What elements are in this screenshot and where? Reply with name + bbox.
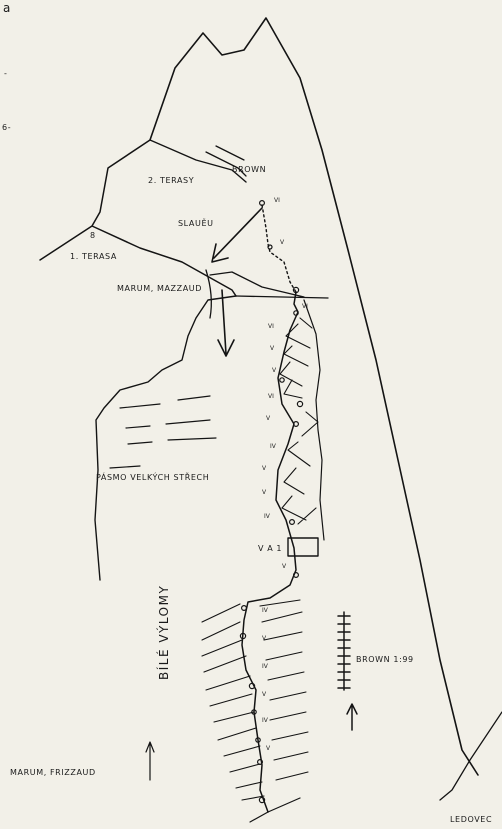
label-brown-side: BROWN 1:99: [356, 655, 414, 664]
pitch-grade-11: V: [262, 489, 267, 496]
pitch-grade-9: IV: [270, 443, 277, 450]
pitch-grade-6: V: [272, 367, 277, 374]
pitch-grade-16: IV: [262, 663, 269, 670]
pitch-grade-14: IV: [262, 607, 269, 614]
label-marum-mazzaud: MARUM, MAZZAUD: [117, 284, 202, 293]
label-terasy-2: 2. TERASY: [148, 176, 194, 185]
belay-stations: [240, 201, 302, 803]
margin-mark: 6-: [2, 123, 11, 132]
label-terasa-1: 1. TERASA: [70, 252, 117, 261]
pasmo-dashes: [110, 396, 216, 468]
bottom-left-arrow: [146, 742, 154, 780]
pitch-grade-7: VI: [268, 393, 274, 400]
pitch-grade-12: IV: [264, 513, 271, 520]
bottom-base-lines: [250, 798, 300, 822]
label-va: V A 1: [258, 544, 282, 553]
mountain-outline: [150, 18, 478, 775]
figure-letter: a: [3, 1, 12, 15]
pitch-grade-2: V: [280, 239, 285, 246]
traverse-line: [210, 272, 328, 298]
pitch-grade-marks: VIVVIVIVVVIVIVVVIVVIVVIVVIVV: [262, 197, 308, 752]
label-brown-top: BROWN: [232, 165, 266, 174]
pitch-grade-3: VI: [302, 303, 308, 310]
slaneu-arrow: [212, 208, 262, 262]
label-pasmo: PÁSMO VELKÝCH STŘECH: [96, 471, 209, 482]
chevron-hatching-upper: [280, 318, 318, 524]
lower-right-ridge: [440, 712, 502, 800]
pitch-grade-13: V: [282, 563, 287, 570]
pitch-grade-17: V: [262, 691, 267, 698]
pitch-grade-8: V: [266, 415, 271, 422]
brown-scale-line: [338, 612, 350, 690]
pitch-grade-10: V: [262, 465, 267, 472]
label-slaneu: SLAUĚU: [178, 217, 214, 228]
label-terasa-number: 8: [90, 231, 96, 240]
pitch-grade-18: IV: [262, 717, 269, 724]
label-bottom-right: LEDOVEC: [450, 815, 492, 824]
pitch-grade-4: VI: [268, 323, 274, 330]
descent-arrow: [218, 290, 234, 356]
pitch-grade-5: V: [270, 345, 275, 352]
pitch-grade-1: VI: [274, 197, 280, 204]
pitch-grade-15: V: [262, 635, 267, 642]
label-marum-frizzaud: MARUM, FRIZZAUD: [10, 768, 96, 777]
route-upper-dotted: [262, 205, 296, 292]
margin-dash: -: [4, 69, 8, 78]
pitch-grade-19: V: [266, 745, 271, 752]
scale-arrow: [347, 704, 357, 730]
label-bile-vylomy: BÍLÉ VÝLOMY: [156, 585, 171, 680]
hatching-right-edge: [304, 300, 324, 540]
